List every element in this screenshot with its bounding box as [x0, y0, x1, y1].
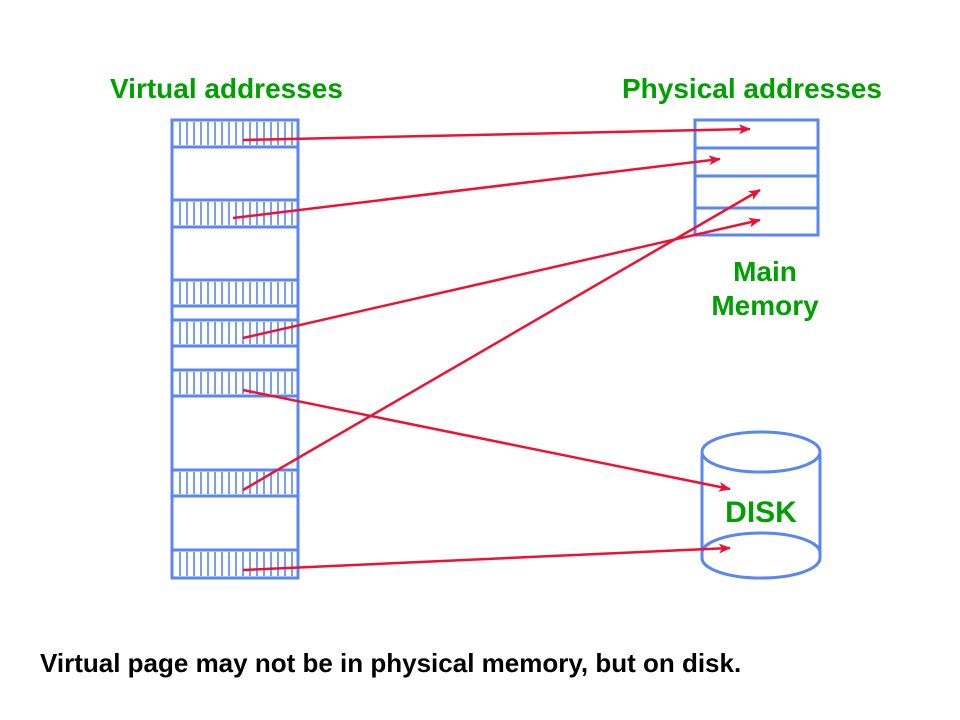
virtual-page-6: [179, 322, 293, 344]
disk-label: DISK: [725, 496, 797, 529]
virtual-address-space: [170, 118, 300, 580]
virtual-addresses-title: Virtual addresses: [110, 73, 343, 104]
mapping-arrow-virtual-page-12-to-disk: [242, 543, 731, 572]
mapping-arrow-virtual-page-3-to-physical-frame-2: [232, 155, 721, 220]
disk-top: [700, 430, 822, 474]
virtual-page-5: [179, 282, 293, 304]
virtual-page-12: [179, 552, 293, 576]
virtual-page-3: [179, 202, 293, 225]
virtual-page-8: [179, 372, 293, 394]
mapping-arrow-virtual-page-10-to-physical-frame-3: [242, 188, 761, 492]
physical-addresses-title: Physical addresses: [622, 73, 882, 104]
virtual-page-1: [179, 122, 293, 145]
virtual-page-10: [179, 472, 293, 494]
main-memory-label-line2: Memory: [711, 290, 819, 321]
disk-bottom-inner-rim: [700, 531, 822, 554]
virtual-column-outline: [170, 118, 300, 580]
disk-body: [700, 455, 822, 580]
main-memory-label-line1: Main: [733, 256, 797, 287]
page-mappings: [232, 124, 761, 572]
mapping-arrow-virtual-page-6-to-physical-frame-4: [242, 217, 761, 340]
mapping-arrow-virtual-page-1-to-physical-frame-1: [242, 124, 751, 142]
physical-memory: [693, 118, 820, 237]
diagram-caption: Virtual page may not be in physical memo…: [40, 648, 741, 678]
disk-cylinder: [700, 430, 822, 580]
mapping-arrow-virtual-page-7-to-disk: [242, 388, 731, 492]
